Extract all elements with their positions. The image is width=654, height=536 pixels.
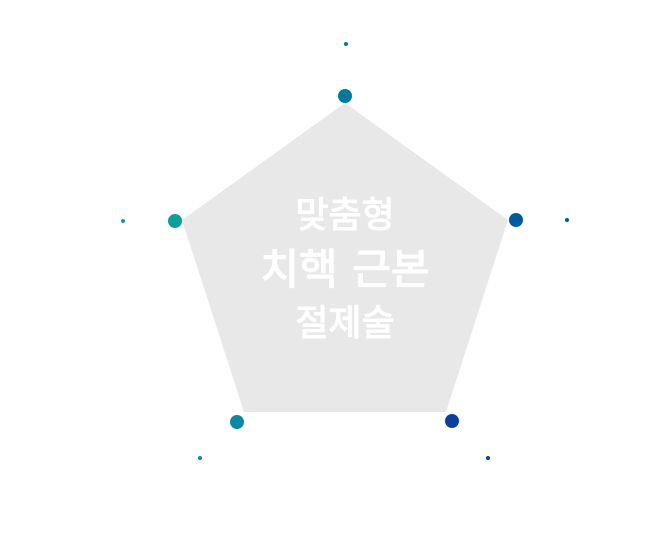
dot-bottom-left xyxy=(198,456,202,460)
dot-left xyxy=(121,219,125,223)
dot-right xyxy=(565,218,569,222)
center-pentagon xyxy=(182,103,508,412)
node-left xyxy=(168,214,182,228)
dot-top xyxy=(344,42,348,46)
node-top xyxy=(338,89,352,103)
dot-bottom-right xyxy=(486,456,490,460)
node-bottom-right xyxy=(445,414,459,428)
node-bottom-left xyxy=(230,415,244,429)
node-right xyxy=(509,213,523,227)
center-label-line2: 치핵 근본 xyxy=(260,245,430,294)
center-label: 맞춤형 치핵 근본 절제술 xyxy=(200,190,490,350)
center-label-line3: 절제술 xyxy=(295,303,395,344)
center-label-line1: 맞춤형 xyxy=(295,195,395,236)
